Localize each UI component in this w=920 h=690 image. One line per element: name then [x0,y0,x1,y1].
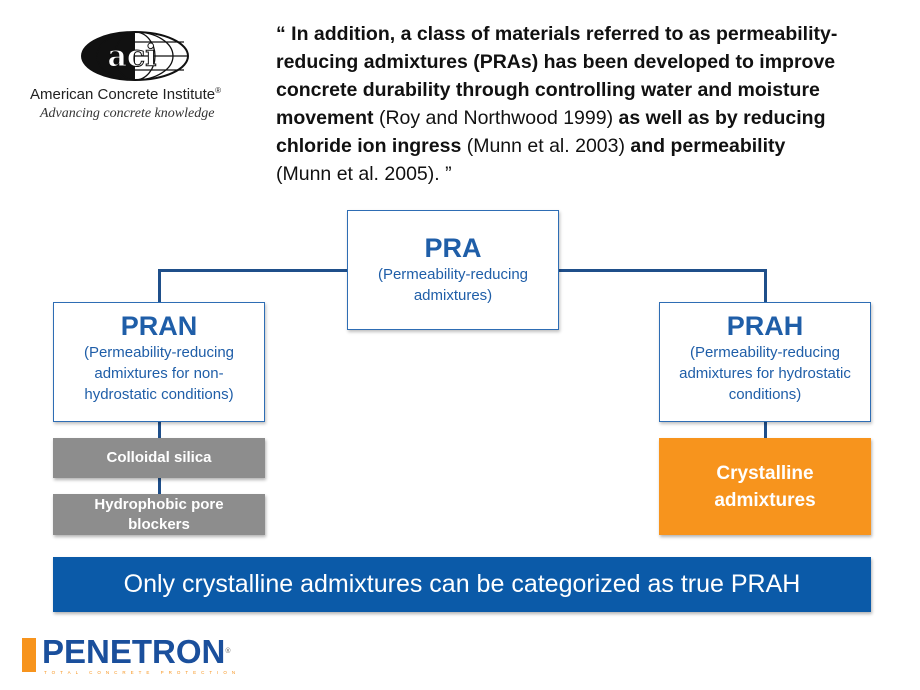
pran-title: PRAN [120,311,198,341]
penetron-name: PENETRON® [42,633,231,670]
aci-tagline: Advancing concrete knowledge [40,106,215,121]
pran-subtitle: (Permeability-reducing admixtures for no… [83,344,235,403]
pra-title: PRA [424,233,482,263]
crystalline-admixtures-box: Crystalline admixtures [659,438,871,535]
prah-title: PRAH [726,311,804,341]
connector-right [764,269,767,303]
conclusion-banner: Only crystalline admixtures can be categ… [53,557,871,612]
hydrophobic-pore-blockers-box: Hydrophobic pore blockers [53,494,265,535]
quote-text: “ In addition, a class of materials refe… [276,23,838,185]
penetron-logo: PENETRON® TOTAL CONCRETE PROTECTION [20,634,235,676]
pra-box: PRA (Permeability-reducing admixtures) [347,210,559,330]
aci-globe-icon: aci [81,31,189,81]
prah-box: PRAH (Permeability-reducing admixtures f… [659,302,871,422]
prah-subtitle: (Permeability-reducing admixtures for hy… [679,344,851,403]
connector-right-items [764,420,767,440]
pra-subtitle: (Permeability-reducing admixtures) [377,266,529,304]
pran-box: PRAN (Permeability-reducing admixtures f… [53,302,265,422]
aci-name: American Concrete Institute® [30,86,221,103]
colloidal-silica-box: Colloidal silica [53,438,265,478]
svg-text:aci: aci [107,39,156,74]
penetron-orange-bar [22,638,36,672]
aci-logo: aci American Concrete Institute® Advanci… [30,30,240,125]
connector-left [158,269,161,303]
penetron-tagline: TOTAL CONCRETE PROTECTION [44,670,241,675]
